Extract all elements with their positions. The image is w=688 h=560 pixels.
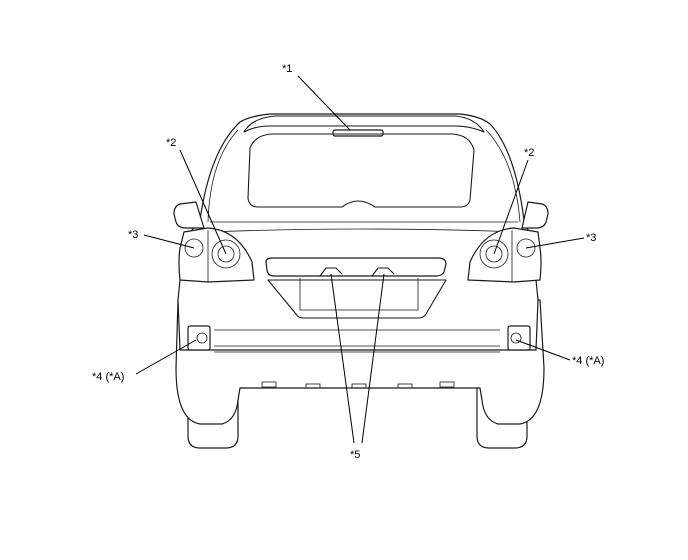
rear-window bbox=[247, 133, 475, 208]
right-turn-signal-lens bbox=[516, 238, 536, 258]
callout-4-left: *4 (*A) bbox=[92, 371, 124, 383]
left-rear-fog-light bbox=[187, 325, 211, 351]
bumper-notch-1 bbox=[261, 381, 277, 388]
leader-2-right bbox=[493, 159, 529, 255]
left-tail-light-lens bbox=[211, 239, 241, 269]
leader-3-right bbox=[525, 237, 585, 249]
high-mount-stop-light bbox=[332, 129, 384, 137]
license-plate-light-right bbox=[371, 267, 395, 277]
left-fog-light-lens bbox=[196, 332, 208, 344]
left-turn-signal-lens bbox=[184, 238, 204, 258]
callout-1: *1 bbox=[282, 63, 292, 75]
right-rear-combination-light bbox=[467, 227, 542, 283]
license-plate bbox=[299, 278, 419, 311]
bumper-notch-5 bbox=[439, 381, 455, 388]
leader-2-left bbox=[179, 149, 227, 255]
license-plate-light-left bbox=[319, 267, 343, 277]
vehicle-body bbox=[177, 113, 539, 351]
back-door-garnish bbox=[265, 257, 447, 277]
right-rear-fog-light bbox=[507, 325, 531, 351]
leader-5-left bbox=[330, 273, 355, 444]
leader-4-right bbox=[515, 339, 571, 361]
back-door-outline bbox=[207, 129, 239, 223]
leader-3-left bbox=[143, 234, 195, 249]
bumper-notch-3 bbox=[351, 383, 367, 389]
right-fog-light-lens bbox=[510, 332, 522, 344]
callout-3-right: *3 bbox=[586, 232, 596, 244]
bumper-notch-2 bbox=[305, 383, 321, 389]
left-tail-light-inner bbox=[217, 245, 235, 263]
callout-4-right: *4 (*A) bbox=[572, 355, 604, 367]
roof-spoiler bbox=[243, 115, 485, 133]
callout-3-left: *3 bbox=[128, 229, 138, 241]
bumper-notch-4 bbox=[397, 383, 413, 389]
callout-2-right: *2 bbox=[524, 147, 534, 159]
back-door-outline-right bbox=[485, 129, 521, 223]
left-rear-combination-light bbox=[178, 227, 255, 283]
right-side-mirror bbox=[521, 201, 549, 229]
leader-1 bbox=[297, 75, 351, 131]
back-door-belt-line bbox=[207, 228, 521, 233]
right-tail-light-inner bbox=[485, 245, 503, 263]
callout-5: *5 bbox=[350, 449, 360, 461]
license-plate-recess bbox=[267, 279, 447, 319]
leader-4-left bbox=[135, 339, 197, 375]
leader-5-right bbox=[361, 273, 385, 444]
right-tail-light-lens bbox=[479, 239, 509, 269]
left-side-mirror bbox=[173, 201, 205, 229]
callout-2-left: *2 bbox=[166, 137, 176, 149]
